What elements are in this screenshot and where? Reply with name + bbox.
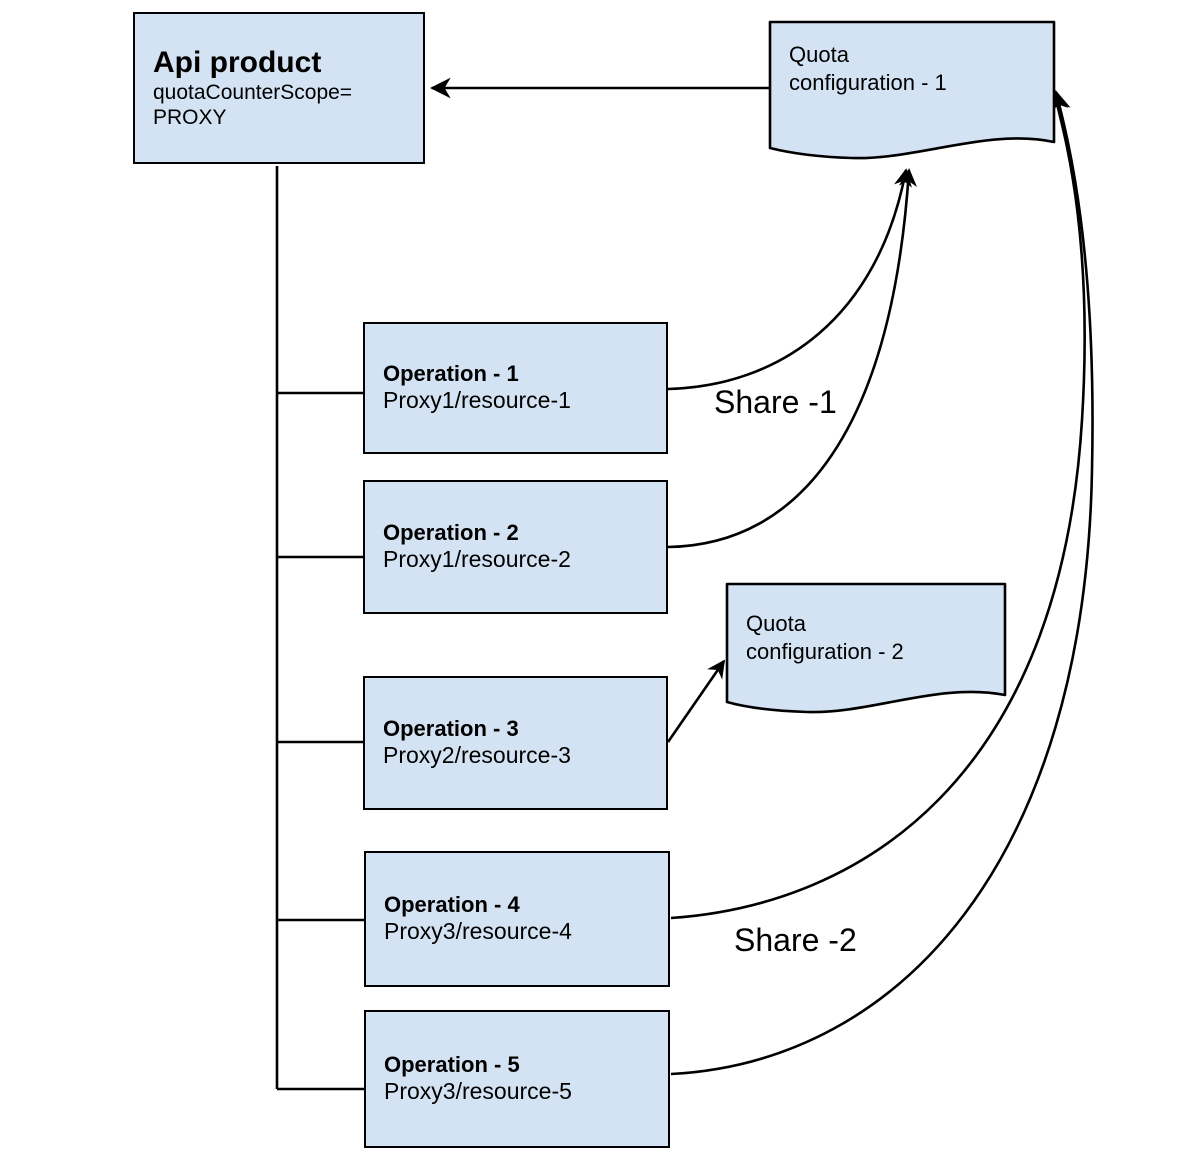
quota-configuration-2-label: Quota configuration - 2 bbox=[725, 582, 1007, 666]
node-operation-3[interactable]: Operation - 3 Proxy2/resource-3 bbox=[363, 676, 668, 810]
quota-configuration-1-line-2: configuration - 1 bbox=[789, 70, 947, 96]
edge-label-share-1: Share -1 bbox=[714, 384, 837, 420]
api-product-quota-counter-scope-line-2: PROXY bbox=[153, 106, 227, 130]
operation-3-title: Operation - 3 bbox=[383, 716, 519, 742]
operation-1-subtitle: Proxy1/resource-1 bbox=[383, 387, 571, 414]
edge-operation-4-to-quota1 bbox=[670, 89, 1086, 920]
operation-4-title: Operation - 4 bbox=[384, 892, 520, 918]
operation-4-subtitle: Proxy3/resource-4 bbox=[384, 918, 572, 945]
api-product-quota-counter-scope-line-1: quotaCounterScope= bbox=[153, 81, 353, 105]
operation-1-title: Operation - 1 bbox=[383, 361, 519, 387]
quota-configuration-2-shape bbox=[725, 582, 1007, 714]
operation-2-subtitle: Proxy1/resource-2 bbox=[383, 546, 571, 573]
node-api-product[interactable]: Api product quotaCounterScope= PROXY bbox=[133, 12, 425, 164]
node-quota-configuration-2[interactable]: Quota configuration - 2 bbox=[725, 582, 1007, 719]
operation-5-subtitle: Proxy3/resource-5 bbox=[384, 1078, 572, 1105]
quota-configuration-1-shape bbox=[768, 20, 1056, 160]
api-product-title: Api product bbox=[153, 46, 322, 80]
operation-3-subtitle: Proxy2/resource-3 bbox=[383, 742, 571, 769]
quota-configuration-1-label: Quota configuration - 1 bbox=[768, 20, 1056, 97]
node-operation-1[interactable]: Operation - 1 Proxy1/resource-1 bbox=[363, 322, 668, 454]
operation-5-title: Operation - 5 bbox=[384, 1052, 520, 1078]
node-quota-configuration-1[interactable]: Quota configuration - 1 bbox=[768, 20, 1056, 165]
edge-operation-2-to-quota1 bbox=[667, 168, 918, 549]
quota-configuration-1-line-1: Quota bbox=[789, 42, 849, 67]
quota-configuration-2-line-1: Quota bbox=[746, 611, 806, 636]
edge-operation-1-to-quota1 bbox=[667, 168, 912, 391]
edge-operation-3-to-quota2 bbox=[666, 659, 726, 743]
node-operation-4[interactable]: Operation - 4 Proxy3/resource-4 bbox=[364, 851, 670, 987]
quota-configuration-2-line-2: configuration - 2 bbox=[746, 639, 904, 665]
operation-2-title: Operation - 2 bbox=[383, 520, 519, 546]
node-operation-5[interactable]: Operation - 5 Proxy3/resource-5 bbox=[364, 1010, 670, 1148]
edge-label-share-2: Share -2 bbox=[734, 922, 857, 958]
node-operation-2[interactable]: Operation - 2 Proxy1/resource-2 bbox=[363, 480, 668, 614]
